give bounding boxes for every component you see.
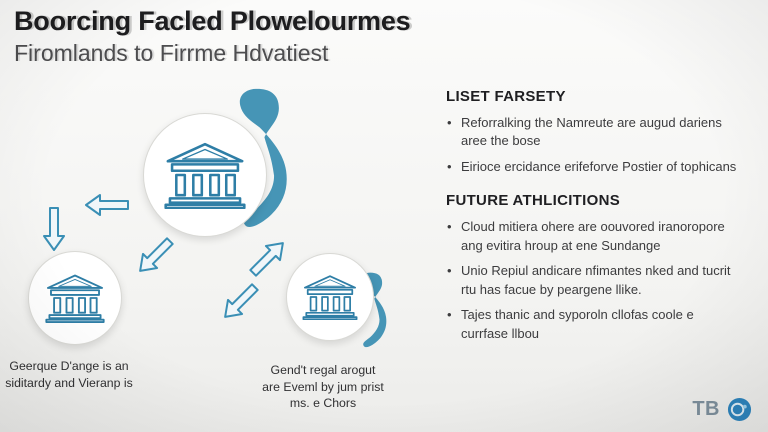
- text-panel: LISET FARSETY Reforralking the Namreute …: [446, 88, 742, 359]
- bullet-item: Eirioce ercidance erifeforve Postier of …: [446, 158, 742, 177]
- arrow-left-icon: [84, 194, 130, 216]
- caption-left: Geerque D'ange is an siditardy and Viera…: [5, 359, 133, 390]
- arrow-down-left-icon: [216, 278, 264, 326]
- bank-building-icon: [162, 141, 248, 209]
- arrow-down-left-icon: [131, 232, 179, 280]
- bullet-list: Cloud mitiera ohere are oouvored iranoro…: [446, 218, 742, 343]
- bullet-item: Reforralking the Namreute are augud dari…: [446, 114, 742, 151]
- slide-header: Boorcing Facled Plowelourmes Firomlands …: [14, 6, 411, 67]
- bullet-list: Reforralking the Namreute are augud dari…: [446, 114, 742, 177]
- bank-building-icon: [301, 274, 359, 320]
- bullet-item: Cloud mitiera ohere are oouvored iranoro…: [446, 218, 742, 255]
- logo-text: TB: [692, 398, 720, 420]
- bank-node-bottom: [286, 253, 374, 341]
- logo-icon: [727, 397, 752, 422]
- bank-node-left: [28, 251, 122, 345]
- bullet-item: Unio Repiul andicare nfimantes nked and …: [446, 262, 742, 299]
- brand-logo: TB: [692, 397, 752, 422]
- caption-center: Gend't regal arogut are Eveml by jum pri…: [262, 363, 384, 411]
- arrow-up-right-icon: [244, 234, 292, 282]
- section-liset-farsety: LISET FARSETY Reforralking the Namreute …: [446, 88, 742, 177]
- bullet-item: Tajes thanic and syporoln cllofas coole …: [446, 306, 742, 343]
- bank-node-main: [143, 113, 267, 237]
- section-title: LISET FARSETY: [446, 88, 566, 105]
- slide-title: Boorcing Facled Plowelourmes: [14, 6, 411, 36]
- section-future-athlicitions: FUTURE ATHLICITIONS Cloud mitiera ohere …: [446, 192, 742, 343]
- section-title: FUTURE ATHLICITIONS: [446, 192, 621, 210]
- arrow-down-icon: [43, 206, 65, 252]
- slide-subtitle: Firomlands to Firrme Hdvatiest: [14, 40, 329, 66]
- bank-building-icon: [44, 273, 106, 323]
